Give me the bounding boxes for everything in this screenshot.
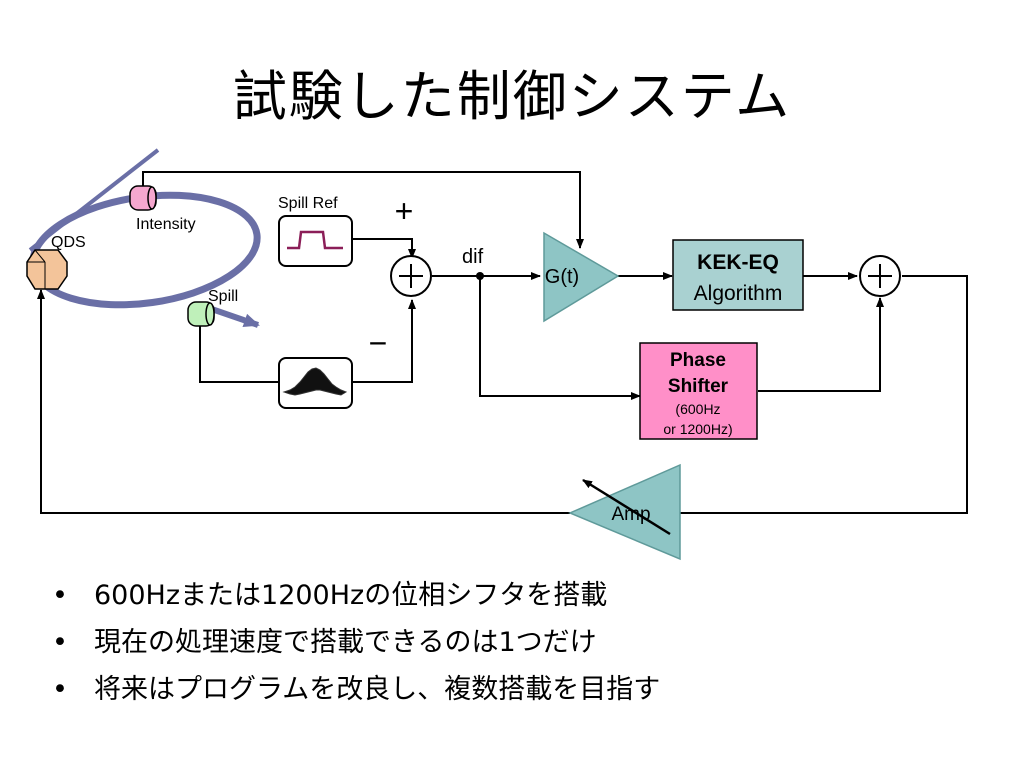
- phase-shifter-box: [639, 342, 758, 440]
- dif-label: dif: [462, 246, 484, 268]
- slide-title: 試験した制御システム: [232, 65, 792, 128]
- gt-label: G(t): [545, 266, 579, 288]
- plus-sign-label: +: [395, 193, 414, 229]
- kek-eq-title: KEK-EQ: [697, 251, 779, 274]
- bullet-item: • 現在の処理速度で搭載できるのは1つだけ: [52, 619, 660, 666]
- phase-shifter-line2: Shifter: [668, 376, 729, 397]
- kek-eq-box: [672, 239, 804, 311]
- spill-monitor: [187, 301, 215, 327]
- spill-ref-box: [278, 215, 353, 267]
- phase-shifter-line1: Phase: [670, 350, 726, 371]
- bullet-item: • 将来はプログラムを改良し、複数搭載を目指す: [52, 666, 660, 713]
- bullet-marker: •: [52, 627, 68, 658]
- spill-ref-label: Spill Ref: [278, 195, 338, 212]
- kek-eq-subtitle: Algorithm: [694, 282, 783, 305]
- gt-amplifier: [543, 231, 620, 323]
- bullet-text: 現在の処理速度で搭載できるのは1つだけ: [94, 627, 597, 658]
- minus-sign-label: −: [369, 325, 388, 361]
- variable-gain-arrow-icon: [582, 478, 671, 536]
- spill-label: Spill: [208, 288, 238, 305]
- phase-shifter-line3: (600Hz: [675, 401, 720, 417]
- phase-shifter-line4: or 1200Hz): [663, 421, 732, 437]
- bullet-item: • 600Hzまたは1200Hzの位相シフタを搭載: [52, 572, 660, 619]
- intensity-monitor: [129, 185, 157, 211]
- intensity-label: Intensity: [136, 216, 196, 233]
- bullet-marker: •: [52, 674, 68, 705]
- measured-spill-waveform-icon: [282, 367, 348, 396]
- reference-pulse-icon: [287, 230, 343, 250]
- bullet-text: 600Hzまたは1200Hzの位相シフタを搭載: [94, 580, 608, 611]
- bullet-list: • 600Hzまたは1200Hzの位相シフタを搭載 • 現在の処理速度で搭載でき…: [52, 572, 660, 713]
- bullet-text: 将来はプログラムを改良し、複数搭載を目指す: [94, 674, 661, 705]
- amp-amplifier: [568, 463, 681, 561]
- qds-icon: [26, 249, 68, 290]
- junction-dot: [476, 272, 484, 280]
- amp-label: Amp: [611, 504, 650, 525]
- bullet-marker: •: [52, 580, 68, 611]
- signal-wires: [37, 171, 968, 514]
- qds-label: QDS: [51, 234, 86, 251]
